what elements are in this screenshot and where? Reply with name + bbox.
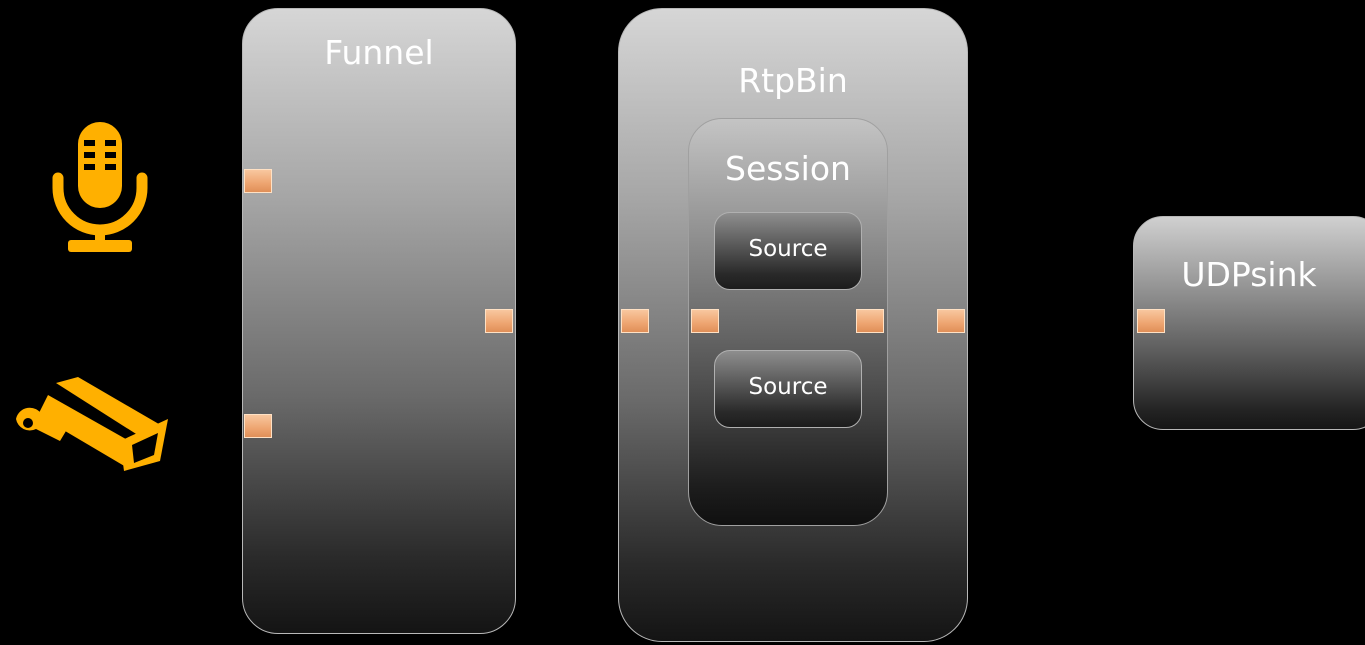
session-sink-pad [691, 309, 719, 333]
source-element-2: Source [714, 350, 862, 428]
funnel-src-pad [485, 309, 513, 333]
source-label: Source [748, 236, 828, 262]
source-label: Source [748, 374, 828, 400]
microphone-icon [52, 120, 148, 255]
security-camera-icon [8, 375, 170, 475]
udpsink-title: UDPsink [1181, 255, 1317, 294]
funnel-sink-pad-1 [244, 169, 272, 193]
rtpbin-src-pad [937, 309, 965, 333]
udpsink-element: UDPsink [1133, 216, 1365, 430]
rtpbin-title: RtpBin [738, 61, 848, 100]
funnel-title: Funnel [324, 33, 434, 72]
session-element: Session [688, 118, 888, 526]
session-title: Session [725, 149, 851, 188]
funnel-sink-pad-2 [244, 414, 272, 438]
source-element-1: Source [714, 212, 862, 290]
udpsink-sink-pad [1137, 309, 1165, 333]
session-src-pad [856, 309, 884, 333]
rtpbin-sink-pad [621, 309, 649, 333]
funnel-element: Funnel [242, 8, 516, 634]
